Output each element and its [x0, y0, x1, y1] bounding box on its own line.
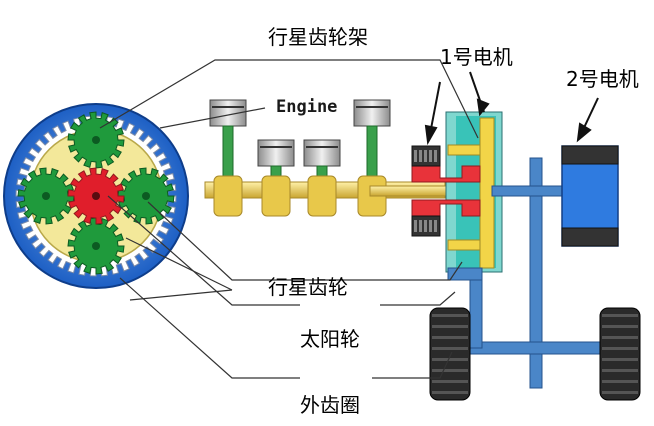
winding-top-1 — [414, 150, 417, 162]
planet-gear-label: 行星齿轮 — [268, 275, 348, 299]
winding-bottom-3 — [424, 220, 427, 232]
wheel-1-tread-7 — [432, 380, 468, 383]
wheel-1 — [429, 307, 471, 401]
planet-gear-hub-3 — [142, 192, 150, 200]
piston-ring-1 — [212, 106, 244, 108]
crank-throw-1 — [213, 175, 243, 217]
wheel-1-tread-4 — [432, 347, 468, 350]
planet-gear-leader-3 — [129, 289, 233, 301]
wheel-1-tread-6 — [432, 369, 468, 372]
winding-top-5 — [434, 150, 437, 162]
motor-2-stator-bottom — [561, 227, 619, 247]
motor-2-label: 2号电机 — [566, 67, 639, 91]
wheel-2-tread-2 — [602, 325, 638, 328]
wheel-1-tread-1 — [432, 314, 468, 317]
carrier-arm-top — [447, 144, 481, 156]
wheel-2-tread-1 — [602, 314, 638, 317]
motor1-arrow-head — [476, 98, 490, 117]
motor-2-stator-top — [561, 145, 619, 165]
motor-1-stator-windings — [414, 150, 437, 232]
motor2-arrow-head — [576, 122, 592, 143]
crank-throw-3 — [307, 175, 337, 217]
winding-top-3 — [424, 150, 427, 162]
carrier-leader — [99, 59, 479, 139]
axle-link-top — [447, 267, 483, 281]
planet-gear-hub-1 — [92, 136, 100, 144]
leader-lines — [99, 59, 479, 379]
planetary-gear-set — [3, 103, 189, 289]
connecting-rod-4 — [366, 125, 378, 183]
ring-gear-leader — [119, 277, 300, 379]
wheel-1-tread-8 — [432, 391, 468, 394]
motor1-arrow2-line — [429, 81, 441, 135]
winding-bottom-1 — [414, 220, 417, 232]
motor-2-assembly — [561, 145, 619, 247]
piston-2 — [257, 139, 295, 167]
motor-2-shaft — [491, 185, 563, 197]
engine-cylinders — [209, 99, 391, 217]
planet-gear-leader-2 — [125, 237, 233, 291]
winding-top-2 — [419, 150, 422, 162]
gears-group — [17, 111, 175, 275]
carrier-arm-bottom — [447, 239, 481, 251]
piston-3 — [303, 139, 341, 167]
planet-gear-hub-2 — [42, 192, 50, 200]
motor-1-label: 1号电机 — [440, 45, 513, 69]
engine-label: Engine — [276, 97, 337, 117]
rear-axle — [469, 341, 616, 355]
wheel-2-tread-5 — [602, 358, 638, 361]
wheel-2 — [599, 307, 641, 401]
motor-1-assembly — [411, 111, 503, 273]
wheel-1-tread-3 — [432, 336, 468, 339]
wheel-2-tread-6 — [602, 369, 638, 372]
wheel-2-tread-4 — [602, 347, 638, 350]
ring-gear-leader-right — [372, 351, 453, 379]
winding-bottom-2 — [419, 220, 422, 232]
motor-1-rotor-top — [411, 165, 481, 183]
planet-carrier-label: 行星齿轮架 — [268, 25, 368, 49]
wheels — [429, 307, 641, 401]
crank-throw-2 — [261, 175, 291, 217]
wheel-1-tread-2 — [432, 325, 468, 328]
piston-ring-4 — [356, 106, 388, 108]
sun-gear-leader-right — [380, 291, 456, 306]
wheel-2-tread-8 — [602, 391, 638, 394]
planet-gear-leader — [147, 201, 463, 281]
drive-frame — [447, 157, 616, 389]
engine-assembly — [204, 99, 446, 217]
wheel-2-tread-7 — [602, 380, 638, 383]
planet-gear-hub-4 — [92, 242, 100, 250]
vertical-drive-shaft — [529, 157, 543, 389]
piston-ring-3 — [306, 146, 338, 148]
ring-gear-label: 外齿圈 — [300, 393, 360, 417]
connecting-rod-1 — [222, 125, 234, 183]
sun-gear-label: 太阳轮 — [300, 327, 360, 351]
carrier-leader-inner — [159, 107, 266, 129]
motor1-arrow2-head — [424, 124, 438, 146]
wheel-2-tread-3 — [602, 336, 638, 339]
winding-top-4 — [429, 150, 432, 162]
sun-gear-leader — [107, 195, 300, 306]
wheel-1-tread-5 — [432, 358, 468, 361]
sun-gear-hub — [92, 192, 100, 200]
piston-4 — [353, 99, 391, 127]
winding-bottom-5 — [434, 220, 437, 232]
winding-bottom-4 — [429, 220, 432, 232]
arrows — [424, 71, 599, 146]
piston-ring-2 — [260, 146, 292, 148]
